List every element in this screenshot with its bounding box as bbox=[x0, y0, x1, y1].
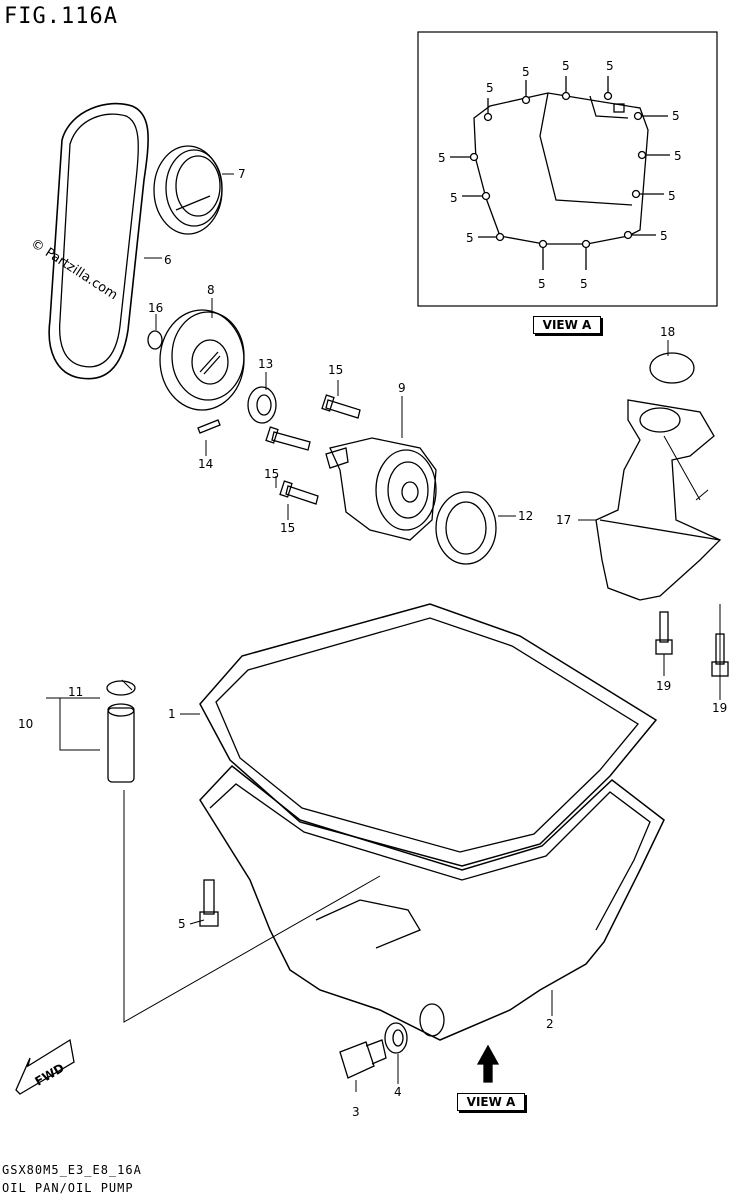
part-9-oil-pump bbox=[325, 437, 437, 541]
callout-3: 3 bbox=[352, 1105, 360, 1119]
callout-labels: 7 6 8 16 13 15 9 14 15 15 12 17 18 19 19… bbox=[18, 59, 727, 1119]
callout-14: 14 bbox=[198, 457, 213, 471]
part-1-oil-pan-gasket bbox=[199, 603, 658, 867]
leader-lines bbox=[46, 173, 721, 1092]
callout-1: 1 bbox=[168, 707, 176, 721]
callout-15c: 15 bbox=[280, 521, 295, 535]
callout-5-inset: 5 bbox=[660, 229, 668, 243]
callout-12: 12 bbox=[518, 509, 533, 523]
callout-5-inset: 5 bbox=[606, 59, 614, 73]
view-a-inset bbox=[417, 31, 718, 307]
part-3-drain-plug bbox=[339, 1039, 387, 1079]
callout-10: 10 bbox=[18, 717, 33, 731]
part-15-bolts bbox=[265, 394, 361, 505]
view-a-label-top: VIEW A bbox=[533, 316, 601, 334]
callout-5-inset: 5 bbox=[668, 189, 676, 203]
part-2-oil-pan bbox=[199, 764, 665, 1041]
callout-5-inset: 5 bbox=[672, 109, 680, 123]
part-14-pin bbox=[197, 419, 221, 434]
part-11-o-ring bbox=[106, 680, 136, 696]
callout-5-inset: 5 bbox=[438, 151, 446, 165]
callout-5-inset: 5 bbox=[466, 231, 474, 245]
footer-section-name: OIL PAN/OIL PUMP bbox=[2, 1181, 134, 1195]
callout-5-inset: 5 bbox=[450, 191, 458, 205]
part-13-washer bbox=[247, 386, 277, 424]
part-8-oil-pump-sprocket bbox=[159, 309, 245, 411]
callout-2: 2 bbox=[546, 1017, 554, 1031]
callout-5-inset: 5 bbox=[562, 59, 570, 73]
footer-model-code: GSX80M5_E3_E8_16A bbox=[2, 1163, 142, 1177]
callout-18: 18 bbox=[660, 325, 675, 339]
part-10-pipe bbox=[106, 680, 136, 783]
callout-9: 9 bbox=[398, 381, 406, 395]
callout-17: 17 bbox=[556, 513, 571, 527]
callout-8: 8 bbox=[207, 283, 215, 297]
callout-5-inset: 5 bbox=[522, 65, 530, 79]
view-a-arrow-icon bbox=[476, 1044, 500, 1083]
callout-15a: 15 bbox=[328, 363, 343, 377]
part-4-washer bbox=[384, 1022, 408, 1054]
part-5-bolt bbox=[199, 879, 219, 927]
callout-13: 13 bbox=[258, 357, 273, 371]
callout-5-inset: 5 bbox=[580, 277, 588, 291]
callout-5-inset: 5 bbox=[486, 81, 494, 95]
view-a-bolt-points bbox=[469, 91, 647, 249]
part-6-drive-chain bbox=[48, 102, 149, 380]
part-19-bolts bbox=[655, 611, 729, 677]
callout-5-inset: 5 bbox=[674, 149, 682, 163]
part-7-oil-seal bbox=[153, 145, 223, 235]
callout-11: 11 bbox=[68, 685, 83, 699]
callout-19a: 19 bbox=[656, 679, 671, 693]
part-12-gasket bbox=[435, 491, 497, 565]
figure-title: FIG.116A bbox=[4, 4, 118, 29]
fwd-arrow-icon: FWD bbox=[15, 1038, 75, 1095]
callout-5-bottom: 5 bbox=[178, 917, 186, 931]
part-17-oil-strainer bbox=[595, 399, 722, 601]
callout-4: 4 bbox=[394, 1085, 402, 1099]
part-16-o-ring bbox=[147, 330, 163, 350]
callout-19b: 19 bbox=[712, 701, 727, 715]
callout-5-inset: 5 bbox=[538, 277, 546, 291]
callout-16: 16 bbox=[148, 301, 163, 315]
view-a-label-bottom: VIEW A bbox=[457, 1093, 525, 1111]
callout-7: 7 bbox=[238, 167, 246, 181]
part-18-o-ring bbox=[649, 352, 695, 384]
callout-6: 6 bbox=[164, 253, 172, 267]
callout-15b: 15 bbox=[264, 467, 279, 481]
